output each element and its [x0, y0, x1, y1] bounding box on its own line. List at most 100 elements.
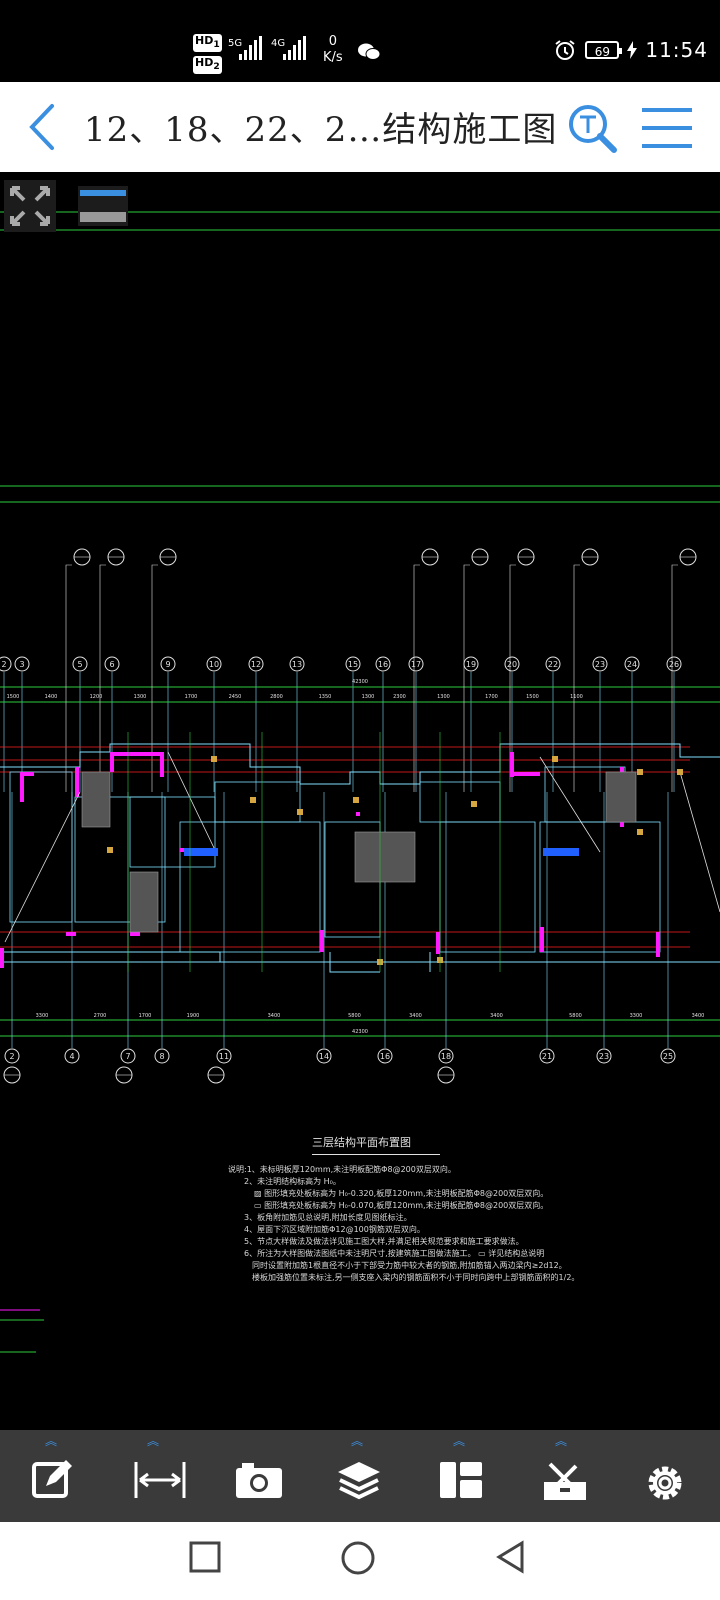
signal-bars-1-icon	[239, 34, 262, 60]
room-outline	[539, 821, 661, 953]
layer-toggle-icon[interactable]	[78, 186, 128, 226]
axis-bubble	[160, 656, 176, 672]
drawing-note: 5、节点大样做法及做法详见施工图大样,并满足相关规范要求和施工要求做法。	[244, 1237, 524, 1246]
room-outline	[439, 821, 536, 953]
axis-label: 25	[663, 1052, 673, 1061]
axis-label: 16	[380, 1052, 390, 1061]
shear-wall	[110, 752, 114, 772]
leader-line	[413, 564, 420, 792]
axis-label: 3	[19, 660, 24, 669]
system-nav-bar	[0, 1522, 720, 1600]
drawing-note: 3、板角附加筋见总说明,附加长度见图纸标注。	[244, 1213, 412, 1222]
fullscreen-icon[interactable]	[4, 180, 56, 232]
column	[637, 829, 643, 835]
axis-label: 6	[109, 660, 114, 669]
axis-label: 5	[77, 660, 82, 669]
settings-button[interactable]	[620, 1430, 710, 1522]
dim-label: 1400	[45, 694, 58, 700]
camera-icon	[236, 1463, 282, 1498]
layers-button[interactable]: ︽	[314, 1430, 404, 1522]
dim-label: 3400	[692, 1013, 705, 1019]
axis-label: 7	[125, 1052, 130, 1061]
dim-label: 1900	[187, 1013, 200, 1019]
clock: 11:54	[645, 38, 708, 62]
expand-up-icon: ︽	[555, 1434, 568, 1448]
axis-bubble	[592, 656, 608, 672]
leader-line	[573, 564, 580, 792]
shear-wall	[356, 812, 360, 816]
column	[552, 756, 558, 762]
axis-bubble	[624, 656, 640, 672]
stair-line	[167, 751, 216, 851]
plan-title: 三层结构平面布置图	[312, 1134, 440, 1155]
stair-line	[539, 756, 601, 853]
hatched-slab	[81, 771, 111, 828]
home-icon[interactable]	[340, 1540, 376, 1576]
axis-bubble	[289, 656, 305, 672]
status-right: 69 11:54	[553, 38, 708, 62]
column	[211, 756, 217, 762]
measure-button[interactable]: ︽	[110, 1430, 200, 1522]
axis-label: 2	[9, 1052, 14, 1061]
shear-wall	[160, 752, 164, 777]
axis-bubble	[154, 1048, 170, 1064]
dim-label: 3400	[268, 1013, 281, 1019]
stair-line	[679, 771, 720, 913]
shear-wall	[540, 927, 544, 952]
shear-wall	[656, 932, 660, 957]
dim-label: 3300	[36, 1013, 49, 1019]
layout-button[interactable]: ︽	[416, 1430, 506, 1522]
axis-bubble	[539, 1048, 555, 1064]
drawing-note: 4、屋面下沉区域附加筋Φ12@100钢筋双层双向。	[244, 1225, 425, 1234]
drawing-note: 2、未注明结构标高为 H₀。	[244, 1177, 341, 1186]
axis-bubble	[248, 656, 264, 672]
dim-label: 1700	[139, 1013, 152, 1019]
dim-total-label: 42300	[352, 1029, 368, 1035]
axis-bubble	[375, 656, 391, 672]
room-outline	[419, 781, 501, 823]
expand-up-icon: ︽	[453, 1434, 466, 1448]
signal-bars-2-icon	[283, 34, 306, 60]
text-search-icon[interactable]	[566, 102, 618, 154]
status-bar: HD1 HD2 5G 4G 0 K/s 69 11:54	[0, 0, 720, 82]
shear-wall	[0, 948, 4, 968]
expand-up-icon: ︽	[147, 1434, 160, 1448]
back-icon[interactable]	[22, 100, 62, 154]
axis-bubble	[4, 1048, 20, 1064]
dim-label: 3300	[630, 1013, 643, 1019]
dim-label: 1200	[90, 694, 103, 700]
dim-label: 2800	[270, 694, 283, 700]
shear-wall	[20, 772, 24, 802]
column	[107, 847, 113, 853]
dim-total-label: 42300	[352, 679, 368, 685]
dim-label: 2300	[393, 694, 406, 700]
column	[353, 797, 359, 803]
axis-label: 10	[209, 660, 219, 669]
axis-label: 22	[548, 660, 558, 669]
edit-button[interactable]: ︽	[8, 1430, 98, 1522]
axis-bubble	[666, 656, 682, 672]
hd2-badge: HD2	[193, 56, 222, 75]
dim-label: 2700	[94, 1013, 107, 1019]
hd1-badge: HD1	[193, 34, 222, 53]
leader-line	[671, 564, 678, 792]
room-outline	[129, 796, 216, 868]
shear-wall	[20, 772, 34, 776]
drawing-note: 6、所注为大样图做法图纸中未注明尺寸,按建筑施工图做法施工。 ▭ 详见结构总说明	[244, 1249, 545, 1258]
shear-wall	[130, 932, 140, 936]
toolbox-button[interactable]: ︽	[518, 1430, 608, 1522]
speed-value: 0	[328, 34, 337, 49]
room-outline	[214, 781, 301, 823]
leader-line	[509, 564, 516, 792]
dim-label: 1300	[362, 694, 375, 700]
screenshot-button[interactable]	[212, 1430, 302, 1522]
menu-icon[interactable]	[640, 106, 696, 150]
axis-label: 26	[669, 660, 679, 669]
page-title: 12、18、22、2…结构施工图	[84, 110, 558, 150]
dim-label: 3400	[409, 1013, 422, 1019]
column	[637, 769, 643, 775]
back-nav-icon[interactable]	[494, 1540, 528, 1574]
recents-icon[interactable]	[188, 1540, 222, 1574]
